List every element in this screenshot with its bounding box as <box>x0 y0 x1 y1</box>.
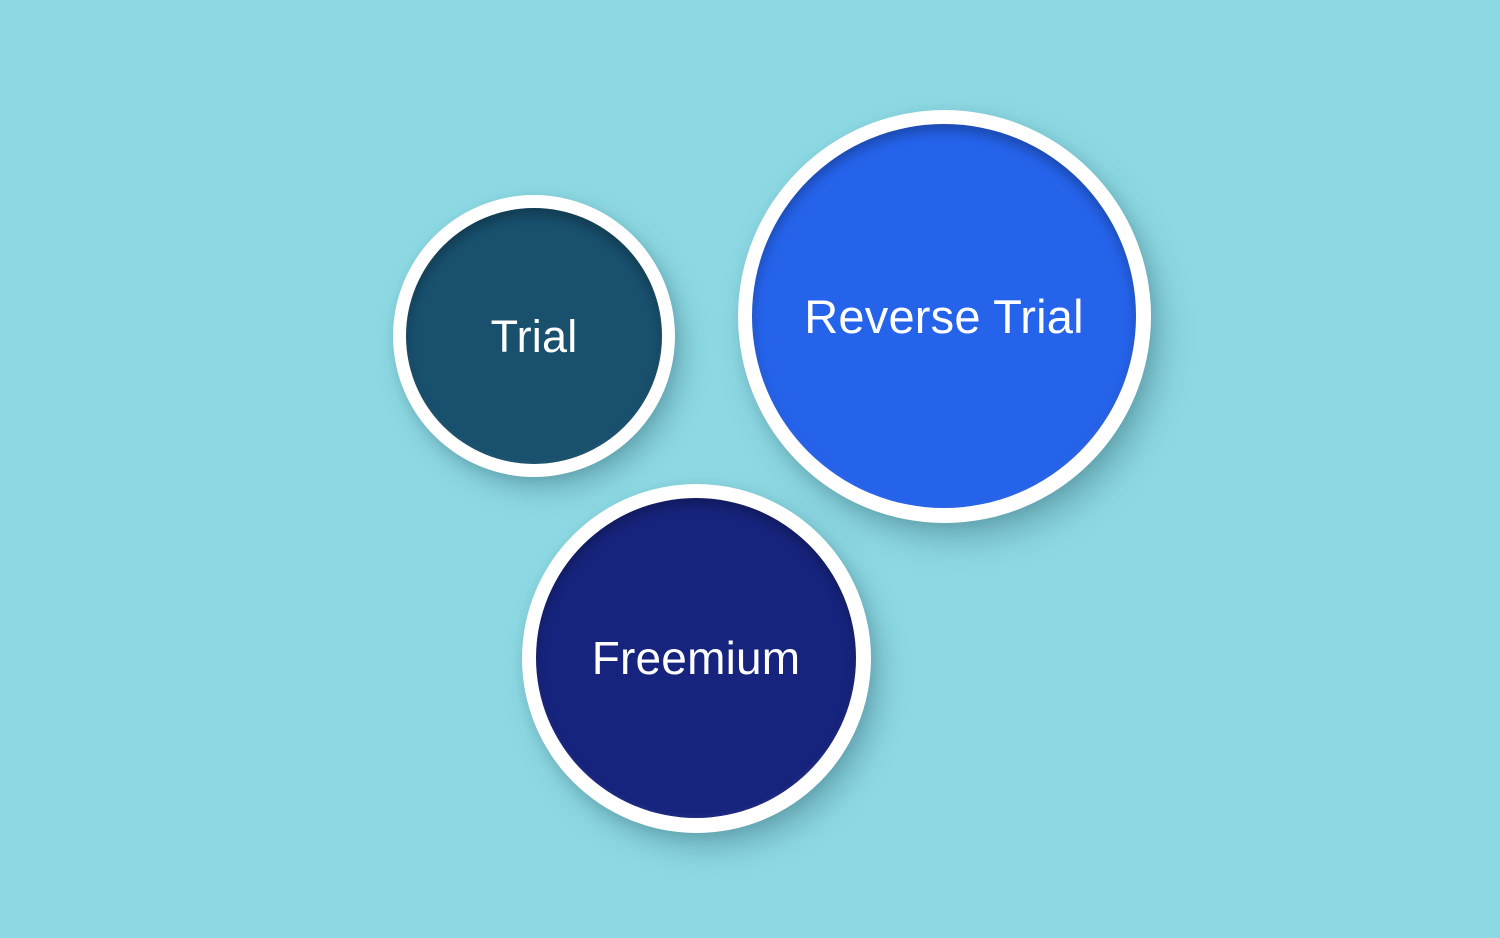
circle-label-trial: Trial <box>490 310 578 362</box>
circle-node-freemium[interactable]: Freemium <box>521 483 871 833</box>
circle-fill-reverse-trial: Reverse Trial <box>752 124 1136 508</box>
circle-label-freemium: Freemium <box>591 632 801 684</box>
circle-node-trial[interactable]: Trial <box>393 195 675 477</box>
circle-node-reverse-trial[interactable]: Reverse Trial <box>737 109 1151 523</box>
circle-fill-trial: Trial <box>406 208 662 464</box>
circle-fill-freemium: Freemium <box>536 498 856 818</box>
circle-label-reverse-trial: Reverse Trial <box>804 289 1084 343</box>
